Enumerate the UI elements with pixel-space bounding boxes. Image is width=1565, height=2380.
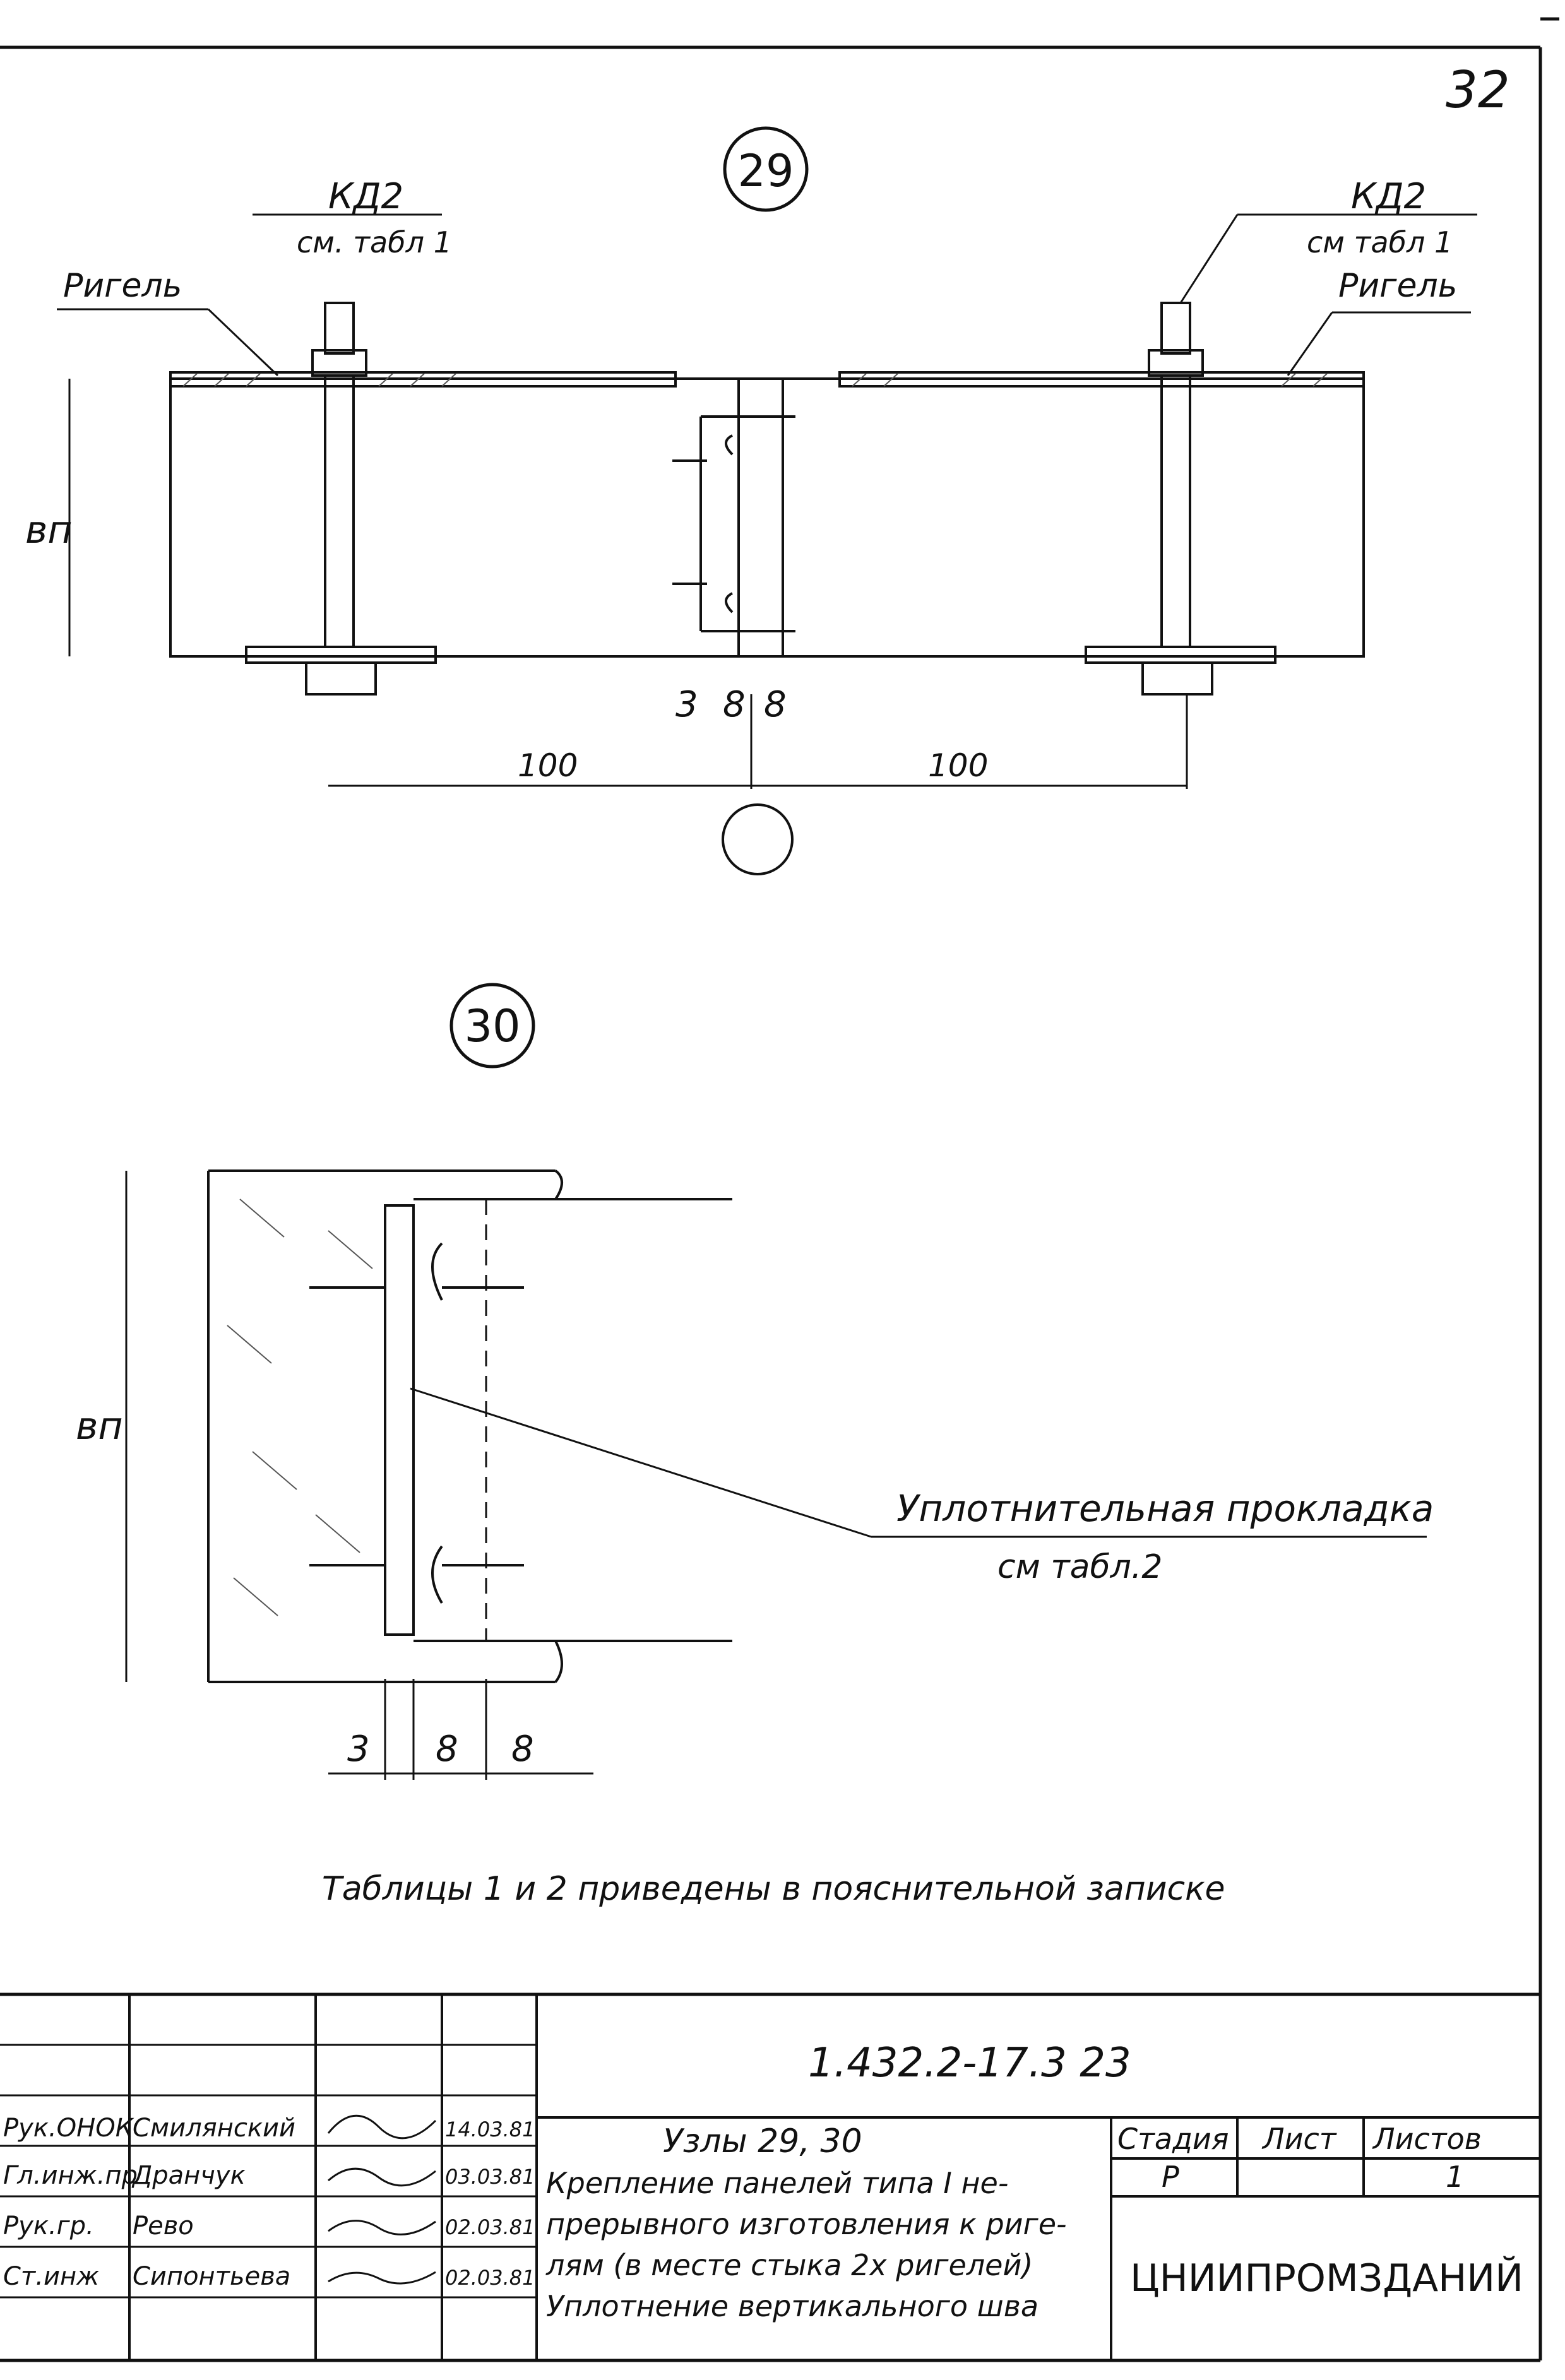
name-3: Рево [133, 2211, 194, 2241]
right-rigel-plate [838, 371, 1365, 388]
title-line-4: лям (в месте стыка 2х ригелей) [545, 2248, 1033, 2282]
node-29-kd2-right-sub: см табл 1 [1307, 225, 1453, 259]
sheet-number: 32 [1446, 61, 1510, 119]
node-30-seal-sub: см табл.2 [997, 1548, 1162, 1586]
node-29-drawing: 29 [25, 126, 1477, 875]
sheet-frame [0, 17, 1559, 2362]
title-line-3: прерывного изготовления к риге- [546, 2207, 1067, 2241]
date-2: 03.03.81 [445, 2165, 535, 2189]
date-4: 02.03.81 [445, 2266, 535, 2290]
node-29-kd2-right: КД2 [1351, 176, 1426, 217]
left-rigel-plate [169, 371, 677, 388]
node-29-id: 29 [737, 145, 794, 197]
node-29-dim-100-right: 100 [928, 747, 988, 784]
node-29-dim-100-left: 100 [518, 747, 578, 784]
sheet-header: Лист [1261, 2122, 1337, 2156]
signatures [327, 2114, 437, 2285]
role-2: Гл.инж.пр [3, 2161, 138, 2190]
left-bolt-top [324, 302, 355, 355]
right-bolt-shank [1160, 374, 1191, 648]
name-4: Сипонтьева [133, 2262, 290, 2291]
axis-marker [722, 803, 794, 875]
stage-value: Р [1162, 2160, 1179, 2194]
node-29-kd2-left: КД2 [328, 176, 403, 217]
date-1: 14.03.81 [445, 2117, 535, 2141]
role-4: Ст.инж [3, 2262, 99, 2291]
node-29-dim-8b: 8 [764, 684, 787, 725]
title-line-2: Крепление панелей типа I не- [546, 2166, 1008, 2200]
node-29-marker [723, 126, 809, 212]
sheets-header: Листов [1372, 2122, 1482, 2156]
node-30-id: 30 [464, 1000, 520, 1052]
seal-strip [384, 1204, 415, 1636]
title-block: 1.432.2-17.3 23 Рук.ОНОК Гл.инж.пр Рук.г… [0, 1992, 1540, 2360]
drawing-code: 1.432.2-17.3 23 [808, 2040, 1131, 2087]
node-30-seal-label: Уплотнительная прокладка [896, 1487, 1434, 1530]
node-30-dim-8b: 8 [511, 1729, 534, 1770]
title-line-5: Уплотнение вертикального шва [546, 2289, 1038, 2323]
left-panel [169, 377, 784, 658]
sheets-value: 1 [1446, 2160, 1464, 2194]
role-3: Рук.гр. [3, 2211, 94, 2241]
date-3: 02.03.81 [445, 2215, 535, 2239]
right-panel [737, 377, 1365, 658]
name-2: Дранчук [131, 2161, 246, 2190]
node-29-rigel-left: Ригель [63, 267, 182, 305]
node-29-dim-3: 3 [675, 684, 698, 725]
left-bottom-plate [245, 646, 437, 664]
title-line-1: Узлы 29, 30 [663, 2122, 862, 2160]
node-29-panel-width: вп [25, 508, 73, 552]
stage-header: Стадия [1117, 2122, 1229, 2156]
node-30-dim-8a: 8 [436, 1729, 458, 1770]
node-30-marker [449, 983, 535, 1069]
name-1: Смилянский [133, 2114, 295, 2143]
tables-note: Таблицы 1 и 2 приведены в пояснительной … [322, 1870, 1225, 1908]
organization-name: ЦНИИПРОМЗДАНИЙ [1130, 2255, 1523, 2300]
node-29-dim-8a: 8 [723, 684, 746, 725]
node-30-drawing: 30 вп Уплотнительная прокладка см табл.2 [76, 983, 1434, 1780]
right-bolt-top [1160, 302, 1191, 355]
node-29-kd2-left-sub: см. табл 1 [297, 225, 452, 259]
node-30-panel-width: вп [76, 1404, 123, 1448]
node-30-dim-3: 3 [347, 1729, 370, 1770]
right-bottom-washer [1141, 661, 1213, 696]
left-bottom-washer [305, 661, 377, 696]
node-29-rigel-right: Ригель [1338, 267, 1457, 305]
role-1: Рук.ОНОК [3, 2114, 134, 2143]
right-bottom-plate [1085, 646, 1276, 664]
left-bolt-shank [324, 374, 355, 648]
